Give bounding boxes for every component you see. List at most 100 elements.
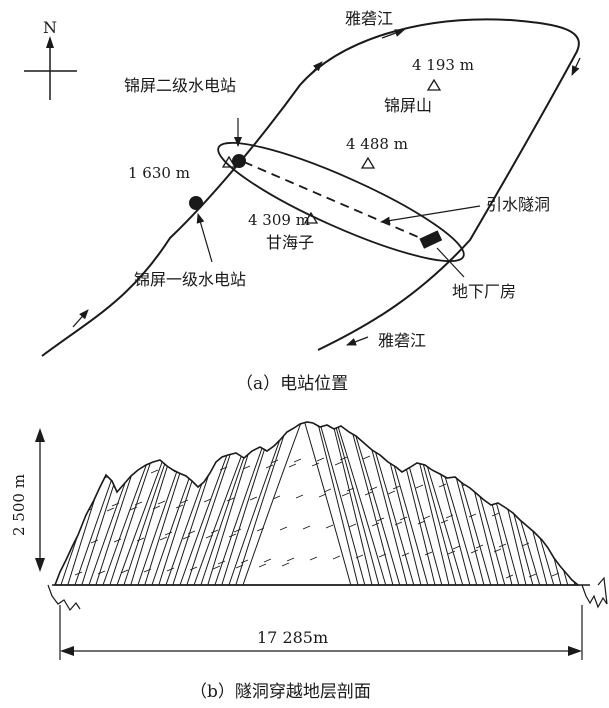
joint-line (164, 531, 173, 536)
joint-line (415, 484, 424, 489)
powerhouse-block (419, 230, 443, 249)
peak-ganhaizi-name: 甘海子 (266, 233, 314, 252)
stratum-line (363, 422, 409, 585)
north-compass-icon (24, 36, 77, 100)
stratum-line (566, 422, 578, 585)
stratum-line (350, 422, 402, 585)
stratum-line (412, 422, 465, 585)
stratum-line (564, 422, 578, 585)
stratum-line (177, 422, 241, 585)
joint-line (339, 456, 348, 461)
joint-line (240, 559, 249, 564)
joint-line (498, 543, 507, 548)
joint-line (302, 525, 311, 530)
joint-line (258, 563, 267, 568)
joint-line (348, 523, 357, 528)
joint-line (369, 486, 378, 491)
joint-line (157, 500, 166, 505)
joint-line (180, 499, 189, 504)
joint-line (265, 464, 274, 469)
joint-line (530, 479, 539, 484)
joint-line (387, 490, 396, 495)
joint-line (355, 554, 364, 559)
joint-line (279, 526, 288, 531)
joint-line (493, 548, 502, 553)
joint-line (182, 535, 191, 540)
joint-line (235, 564, 244, 569)
joint-line (187, 530, 196, 535)
joint-line (233, 528, 242, 533)
joint-line (226, 497, 235, 502)
joint-line (325, 524, 334, 529)
joint-line (212, 565, 221, 570)
joint-line (134, 501, 143, 506)
stratum-line (65, 422, 121, 585)
joint-line (470, 549, 479, 554)
joint-line (74, 571, 83, 576)
joint-line (166, 567, 175, 572)
joint-line (401, 552, 410, 557)
stratum-line (55, 422, 106, 585)
stratum-line (240, 422, 303, 585)
joint-line (454, 451, 463, 456)
north-label: N (43, 18, 57, 37)
joint-line (263, 558, 272, 563)
length-dimension (59, 605, 583, 660)
joint-line (323, 488, 332, 493)
joint-line (293, 458, 302, 463)
joint-line (500, 449, 509, 454)
height-dimension (35, 428, 45, 572)
peak-ganhaizi-elevation: 4 309 m (248, 211, 310, 229)
joint-line (431, 452, 440, 457)
joint-line (475, 544, 484, 549)
caption-b: （b）隧洞穿越地层剖面 (190, 682, 371, 702)
peak-jinping-elevation: 4 193 m (412, 56, 474, 74)
joint-line (560, 509, 569, 514)
peak-jinping-name: 锦屏山 (384, 96, 432, 115)
joint-line (438, 483, 447, 488)
panel-b-geological-profile: 2 500 m 17 285m （b）隧洞穿越地层剖面 (10, 421, 608, 702)
stratum-line (504, 422, 556, 585)
joint-line (97, 570, 106, 575)
joint-line (346, 487, 355, 492)
joint-line (205, 534, 214, 539)
joint-line (558, 473, 567, 478)
station-1-marker (189, 196, 203, 210)
joint-line (189, 566, 198, 571)
tunnel-dashed-line (243, 161, 426, 241)
joint-line (334, 461, 343, 466)
stratum-line (532, 422, 577, 585)
joint-line (81, 472, 90, 477)
joint-line (152, 505, 161, 510)
joint-line (447, 550, 456, 555)
station-2-marker (232, 154, 246, 168)
joint-line (69, 446, 78, 451)
stratum-line (470, 422, 514, 585)
stratum-line (79, 422, 136, 585)
joint-line (111, 502, 120, 507)
stratum-line (142, 422, 198, 585)
left-edge-rock (47, 584, 81, 612)
stratum-line (472, 422, 521, 585)
joint-line (376, 517, 385, 522)
joint-line (385, 454, 394, 459)
river-line (41, 18, 580, 357)
stratum-line (562, 422, 578, 585)
joint-line (567, 540, 576, 545)
joint-line (288, 463, 297, 468)
stratum-line (489, 422, 542, 585)
joint-line (551, 572, 560, 577)
joint-line (452, 545, 461, 550)
peak-triangle-icon (221, 155, 237, 168)
joint-line (150, 469, 159, 474)
joint-line (210, 529, 219, 534)
joint-line (318, 493, 327, 498)
peak-triangle-icon (303, 211, 319, 224)
joint-line (309, 556, 318, 561)
stratum-line (333, 422, 381, 585)
stratum-line (233, 422, 290, 585)
stratum-line (348, 422, 395, 585)
joint-line (249, 496, 258, 501)
joint-line (440, 519, 449, 524)
stratum-line (55, 422, 87, 585)
